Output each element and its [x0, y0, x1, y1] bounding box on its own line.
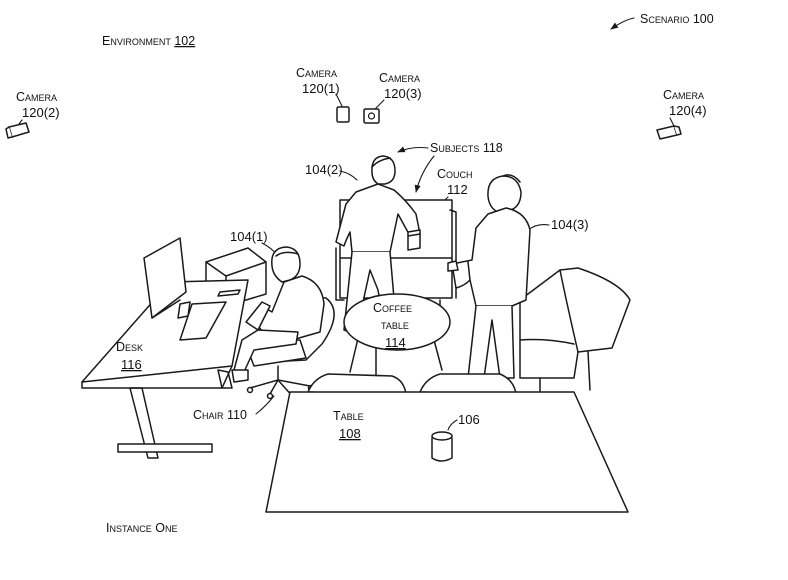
- camera-icon: [364, 109, 379, 123]
- person-104-3-label: 104(3): [551, 217, 589, 232]
- device-label: 106: [458, 412, 480, 427]
- couch-number: 112: [447, 182, 468, 197]
- camera-120-3-number: 120(3): [384, 86, 422, 101]
- person-104-3-leader: [528, 225, 549, 230]
- scenario-label: Scenario 100: [640, 12, 714, 26]
- coffee-table-subtitle: table: [381, 318, 409, 332]
- environment-label: Environment 102: [102, 34, 195, 48]
- camera-120-2-title: Camera: [16, 90, 57, 104]
- desk-title: Desk: [116, 340, 143, 354]
- desk: [82, 238, 266, 458]
- person-104-2-label: 104(2): [305, 162, 343, 177]
- subjects-label: Subjects 118: [430, 141, 503, 155]
- subjects-arrow-down: [416, 156, 434, 192]
- camera-icon: [657, 126, 681, 139]
- camera-icon: [337, 107, 349, 122]
- coffee-table-number: 114: [385, 335, 406, 350]
- camera-120-3-leader: [376, 100, 384, 108]
- coffee-table-title: Coffee: [373, 301, 412, 315]
- chair-label: Chair 110: [193, 408, 247, 422]
- chair-back: [308, 374, 516, 394]
- couch-title: Couch: [437, 167, 473, 181]
- instance-label: Instance One: [106, 521, 178, 535]
- desk-number: 116: [121, 357, 142, 372]
- camera-120-4-number: 120(4): [669, 103, 707, 118]
- camera-120-3-title: Camera: [379, 71, 420, 85]
- scenario-arrow: [611, 18, 634, 29]
- armchair: [520, 268, 630, 392]
- camera-120-4-title: Camera: [663, 88, 704, 102]
- table-number: 108: [339, 426, 361, 441]
- camera-120-2-number: 120(2): [22, 105, 60, 120]
- subjects-arrow-left: [398, 148, 428, 153]
- camera-120-4-leader: [670, 118, 674, 126]
- table-title: Table: [333, 409, 364, 423]
- chair-leader: [256, 396, 274, 414]
- camera-120-1-number: 120(1): [302, 81, 340, 96]
- person-104-1-label: 104(1): [230, 229, 268, 244]
- camera-icon: [6, 123, 29, 138]
- device-106: [432, 432, 452, 461]
- person-104-3: [448, 175, 530, 378]
- camera-120-1-title: Camera: [296, 66, 337, 80]
